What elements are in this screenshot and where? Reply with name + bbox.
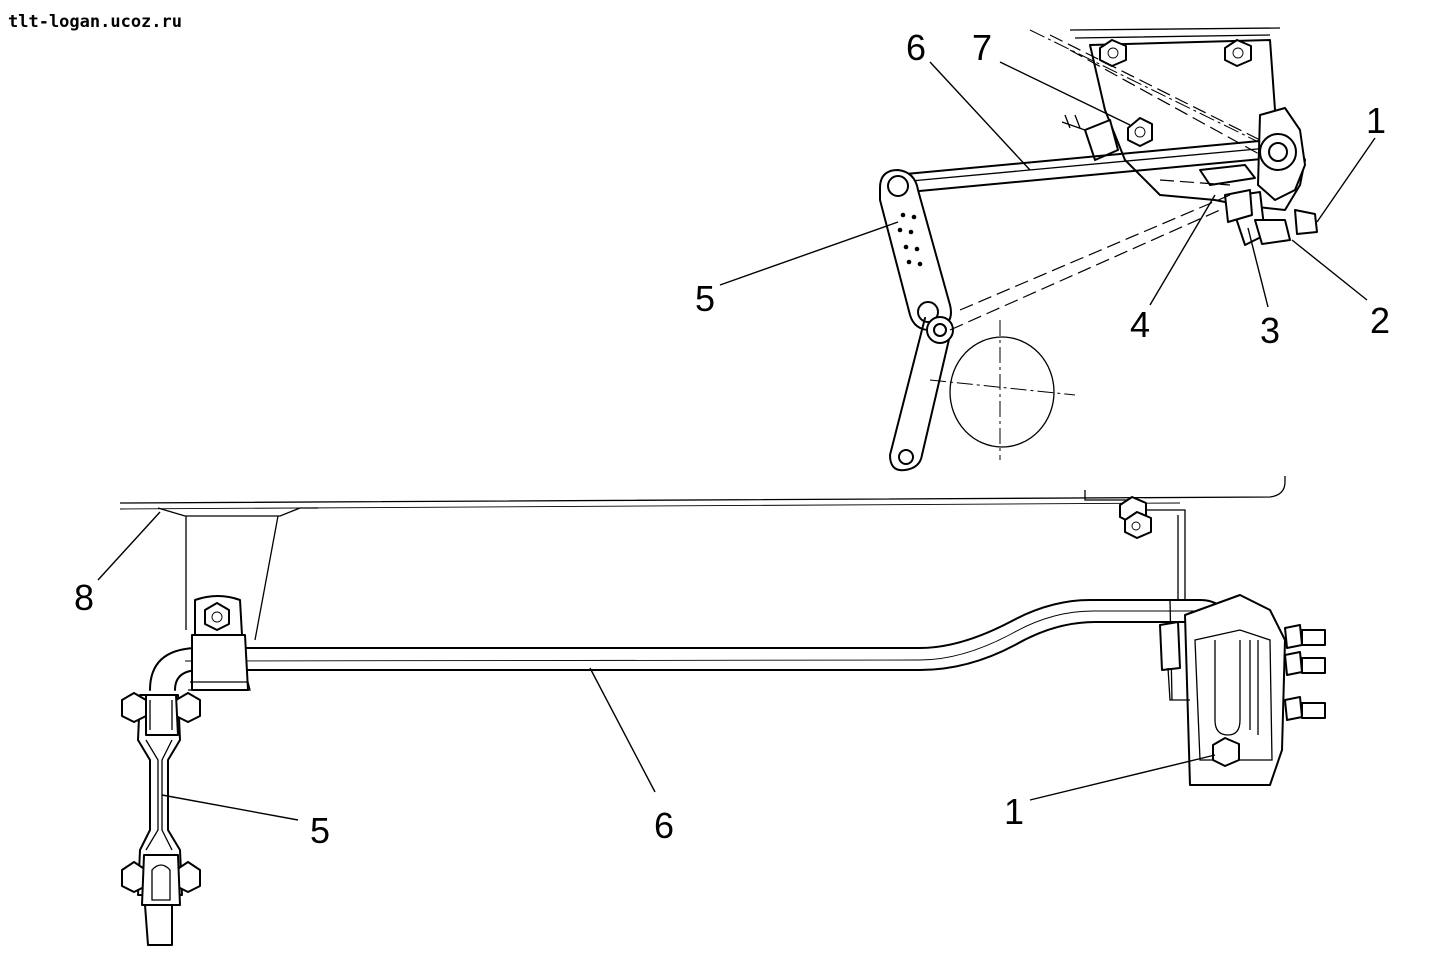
lever-6 — [894, 139, 1273, 194]
bolt-7 — [1127, 117, 1153, 147]
bottom-callouts: 8 5 6 1 — [74, 577, 1024, 851]
callout-4-top: 4 — [1130, 304, 1150, 345]
callout-5-top: 5 — [695, 278, 715, 319]
anti-roll-bar — [149, 599, 1233, 691]
callout-1-bottom: 1 — [1004, 791, 1024, 832]
left-bushing-clamp — [188, 595, 251, 691]
lower-arm — [889, 317, 951, 472]
main-view-bottom — [119, 476, 1326, 946]
right-mount-bracket — [1119, 496, 1186, 701]
callout-2-top: 2 — [1370, 300, 1390, 341]
pivot-sensor — [1199, 107, 1318, 246]
right-bushing-housing — [1159, 594, 1326, 786]
callout-8-bottom: 8 — [74, 577, 94, 618]
callout-5-bottom: 5 — [310, 810, 330, 851]
top-leaders — [719, 61, 1376, 308]
detail-view-top — [879, 27, 1318, 472]
callout-3-top: 3 — [1260, 310, 1280, 351]
body-floor — [119, 476, 1286, 504]
watermark: tlt-logan.ucoz.ru — [8, 12, 182, 32]
mount-nut — [1099, 39, 1127, 67]
link-5-top — [879, 169, 952, 332]
callout-6-bottom: 6 — [654, 805, 674, 846]
callout-7-top: 7 — [972, 27, 992, 68]
link-5-bottom — [121, 692, 201, 946]
callout-1-top: 1 — [1366, 100, 1386, 141]
callout-6-top: 6 — [906, 27, 926, 68]
left-bracket — [157, 507, 318, 517]
mount-nut — [1224, 39, 1252, 67]
bottom-leaders — [97, 511, 1216, 821]
top-callouts: 6 7 1 2 3 4 5 — [695, 27, 1390, 351]
